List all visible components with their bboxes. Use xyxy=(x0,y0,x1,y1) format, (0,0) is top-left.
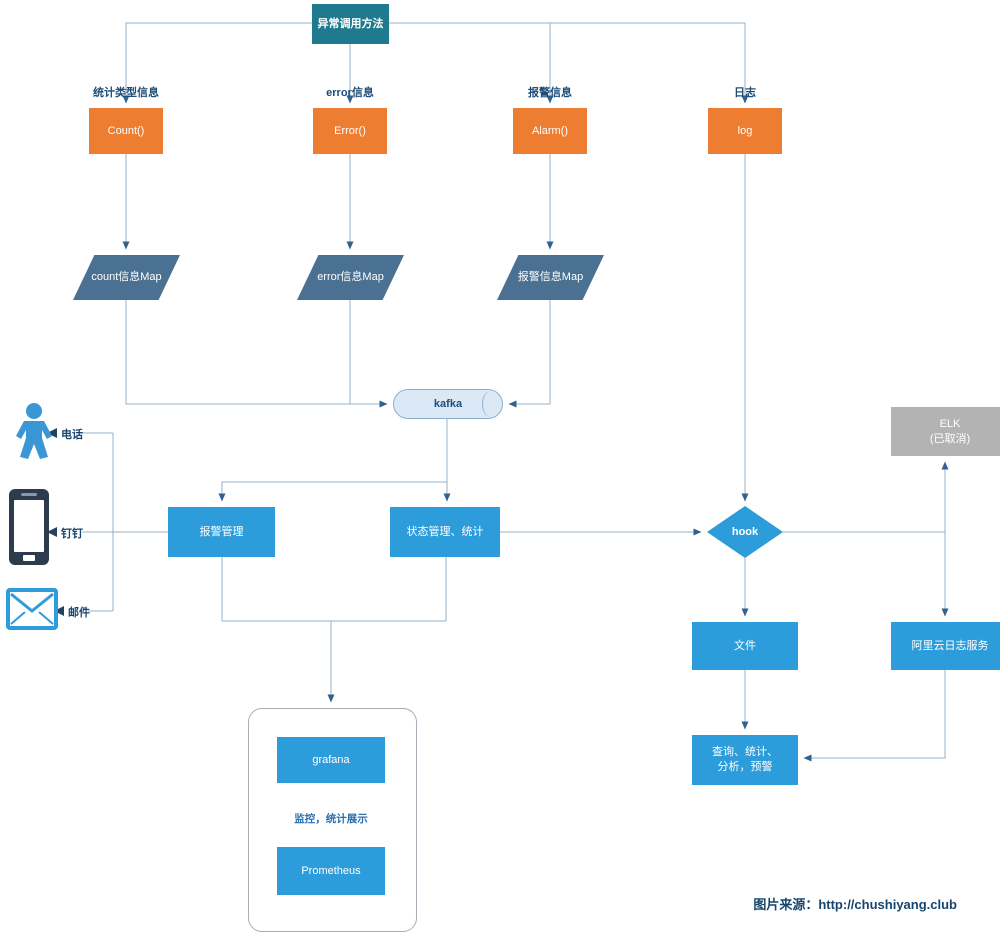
root-node: 异常调用方法 xyxy=(312,4,389,44)
prometheus-node: Prometheus xyxy=(277,847,385,895)
grafana-label: grafana xyxy=(312,753,350,766)
kafka-label: kafka xyxy=(433,397,463,410)
grafana-node: grafana xyxy=(277,737,385,783)
count-method-label: Count() xyxy=(107,124,145,137)
state-manager-label: 状态管理、统计 xyxy=(406,525,484,538)
analysis-label-line1: 查询、统计、 xyxy=(712,746,778,759)
elk-note: (已取消) xyxy=(929,432,971,445)
analysis-node: 查询、统计、 分析，预警 xyxy=(692,735,798,785)
smartphone-icon xyxy=(8,488,50,571)
phone-label: 电话 xyxy=(61,429,83,441)
alarm-map-label: 报警信息Map xyxy=(517,271,584,284)
file-sink-label: 文件 xyxy=(734,639,756,652)
prometheus-label: Prometheus xyxy=(301,864,361,877)
alarm-manager-node: 报警管理 xyxy=(168,507,275,557)
alarm-method-label: Alarm() xyxy=(531,124,569,137)
aliyun-log-label: 阿里云日志服务 xyxy=(911,639,989,652)
log-method-label: log xyxy=(737,124,753,137)
edge-label-error: error信息 xyxy=(326,87,374,99)
monitoring-caption: 监控，统计展示 xyxy=(294,813,368,825)
file-sink-node: 文件 xyxy=(692,622,798,670)
alarm-manager-label: 报警管理 xyxy=(199,525,244,538)
elk-node: ELK (已取消) xyxy=(891,407,1000,456)
dingtalk-label: 钉钉 xyxy=(61,528,83,540)
error-map-node: error信息Map xyxy=(297,255,404,300)
edge-label-count: 统计类型信息 xyxy=(93,87,159,99)
log-method-node: log xyxy=(708,108,782,154)
edge-label-alarm: 报警信息 xyxy=(528,87,572,99)
error-method-label: Error() xyxy=(334,124,366,137)
edge-label-log: 日志 xyxy=(734,87,756,99)
root-node-label: 异常调用方法 xyxy=(317,17,384,30)
image-source-credit: 图片来源：http://chushiyang.club xyxy=(753,897,957,912)
count-map-label: count信息Map xyxy=(91,271,162,284)
analysis-label-line2: 分析，预警 xyxy=(717,761,773,773)
error-map-label: error信息Map xyxy=(317,271,384,284)
kafka-queue-node: kafka xyxy=(393,389,503,419)
elk-title: ELK xyxy=(939,417,961,430)
state-manager-node: 状态管理、统计 xyxy=(390,507,500,557)
envelope-icon xyxy=(6,588,58,635)
aliyun-log-node: 阿里云日志服务 xyxy=(891,622,1000,670)
alarm-method-node: Alarm() xyxy=(513,108,587,154)
person-icon xyxy=(12,403,56,464)
count-method-node: Count() xyxy=(89,108,163,154)
error-method-node: Error() xyxy=(313,108,387,154)
mail-label: 邮件 xyxy=(68,607,90,619)
hook-label: hook xyxy=(731,525,759,538)
